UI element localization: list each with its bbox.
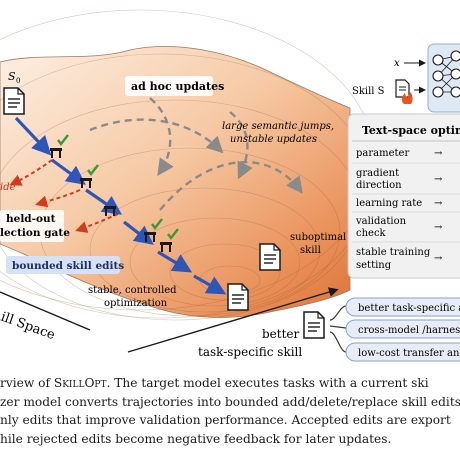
row-validation-arrow: →: [434, 222, 443, 233]
row-stable-line1: stable training: [356, 247, 431, 258]
fire-icon: [401, 92, 413, 104]
benefit-chip: [345, 319, 460, 339]
gate-1: [50, 134, 69, 158]
start-subscript: 0: [16, 77, 20, 85]
row-stable-line2: setting: [356, 260, 392, 271]
ad-hoc-label: ad hoc updates: [131, 80, 224, 93]
benefit-label: cross-model /harness: [358, 325, 460, 336]
skill-space-axes: [0, 287, 339, 353]
benefit-chips: better task-specific a cross-model /harn…: [345, 297, 460, 362]
gate-3: [104, 206, 116, 216]
row-gradient-arrow: →: [434, 174, 443, 185]
gate-5: [160, 228, 179, 252]
row-parameter: parameter: [356, 148, 409, 159]
row-gradient-line2: direction: [356, 180, 402, 191]
jumps-label-line2: unstable updates: [230, 134, 317, 145]
better-skill-document-icon: [227, 283, 249, 311]
stable-label-line2: optimization: [104, 298, 168, 309]
heldout-label-line2: lection gate: [0, 227, 70, 239]
caption-line-4: hile rejected edits become negative feed…: [0, 431, 392, 446]
gate-4: [144, 218, 163, 242]
row-lr: learning rate: [356, 198, 422, 209]
benefit-chip: [345, 297, 460, 317]
benefit-connectors: [329, 305, 347, 353]
better-label-line1: better: [262, 327, 300, 341]
gate-2: [80, 164, 99, 188]
caption-line-2: zer model converts trajectories into bou…: [0, 394, 460, 409]
heldout-label-box: [0, 210, 64, 242]
method-name: SkillOpt: [53, 376, 107, 390]
skillopt-diagram: 0 S ad hoc updates large semantic jumps,…: [0, 9, 460, 362]
bounded-edit-path: [14, 116, 227, 295]
benefit-label: low-cost transfer and: [358, 348, 460, 359]
check-icon: [151, 218, 163, 230]
suboptimal-label-line1: suboptimal: [290, 232, 346, 243]
suboptimal-label-line2: skill: [300, 245, 321, 256]
start-label-main: S: [8, 70, 16, 83]
row-lr-arrow: →: [434, 198, 443, 209]
skill-doc-small-icon: [395, 79, 410, 98]
caption-line-3: nly edits that improve validation perfor…: [0, 413, 451, 427]
optimizer-title: Text-space optimiz: [362, 124, 460, 137]
better-label-line2: task-specific skill: [198, 345, 302, 359]
caption-line-1: rview of SkillOpt. The target model exec…: [0, 376, 429, 390]
check-icon: [57, 134, 69, 146]
optimizer-table-panel: Text-space optimiz parameter → gradient …: [347, 113, 460, 279]
ad-hoc-label-box: [125, 76, 213, 96]
benefit-label: better task-specific a: [358, 303, 460, 314]
neural-net-icon: [432, 50, 460, 98]
row-validation-line1: validation: [355, 216, 407, 227]
row-gradient-line1: gradient: [356, 168, 399, 179]
skill-s-label: Skill S: [352, 86, 385, 97]
heldout-label-line1: held-out: [6, 213, 56, 225]
jumps-label-line1: large semantic jumps,: [222, 121, 334, 132]
row-stable-arrow: →: [434, 253, 443, 264]
row-parameter-arrow: →: [434, 148, 443, 159]
figure-caption: rview of SkillOpt. The target model exec…: [0, 374, 460, 448]
suboptimal-skill-document-icon: [259, 243, 281, 271]
stable-label-line1: stable, controlled: [88, 285, 177, 296]
ad-hoc-update-arrows: [89, 97, 303, 211]
validation-gates: [50, 134, 179, 252]
bounded-edits-badge: [6, 256, 120, 274]
row-validation-line2: check: [356, 228, 387, 239]
input-x-label: x: [394, 58, 400, 69]
check-icon: [87, 164, 99, 176]
benefit-document-icon: [303, 311, 325, 339]
bounded-edits-label: bounded skill edits: [12, 260, 124, 272]
benefit-chip: [345, 342, 460, 362]
side-label-fragment: ide: [0, 182, 16, 193]
target-model-box: x Skill S: [352, 43, 460, 113]
skill-space-label: ill Space: [0, 310, 57, 344]
check-icon: [167, 228, 179, 240]
start-skill-document-icon: [3, 87, 25, 115]
